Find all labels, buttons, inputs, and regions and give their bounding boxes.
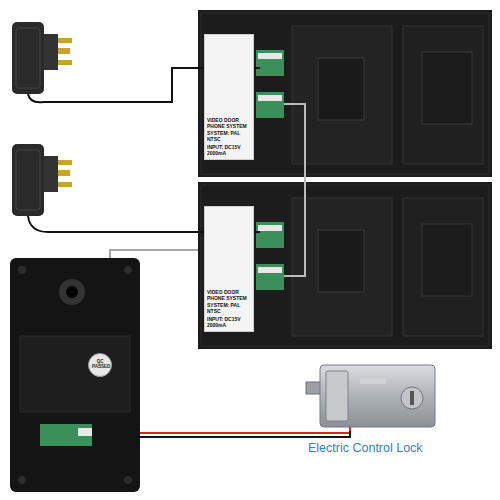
qc-sticker: QC PASSED (88, 353, 112, 377)
sticker-text: VIDEO DOOR PHONE SYSTEM (207, 289, 251, 302)
indoor-monitor: VIDEO DOOR PHONE SYSTEMSYSTEM: PAL NTSCI… (198, 10, 492, 177)
sticker-text: QC PASSED (92, 360, 108, 370)
wire (140, 427, 350, 433)
indoor-monitor: VIDEO DOOR PHONE SYSTEMSYSTEM: PAL NTSCI… (198, 182, 492, 349)
electric-lock: Electric Control Lock (320, 365, 435, 427)
outdoor-camera-unit: QC PASSED (10, 258, 140, 492)
wire-connector (110, 250, 198, 258)
wire (140, 431, 350, 437)
sticker-text: VIDEO DOOR PHONE SYSTEM (207, 117, 251, 130)
sticker-text: INPUT: DC15V 2000mA (207, 144, 251, 157)
spec-sticker: VIDEO DOOR PHONE SYSTEMSYSTEM: PAL NTSCI… (204, 34, 254, 160)
outdoor-camera (10, 258, 140, 492)
sticker-text: INPUT: DC15V 2000mA (207, 316, 251, 329)
monitor-back (198, 10, 492, 177)
sticker-text: SYSTEM: PAL NTSC (207, 302, 251, 315)
part-label: Electric Control Lock (306, 441, 425, 455)
sticker-text: SYSTEM: PAL NTSC (207, 130, 251, 143)
video-wire (284, 104, 305, 276)
wire (110, 250, 198, 258)
wire (304, 177, 306, 182)
spec-sticker: VIDEO DOOR PHONE SYSTEMSYSTEM: PAL NTSCI… (204, 206, 254, 332)
wire-connector (140, 427, 350, 437)
wire-connector (305, 177, 306, 182)
electric-lock (306, 365, 435, 427)
monitor-back (198, 182, 492, 349)
